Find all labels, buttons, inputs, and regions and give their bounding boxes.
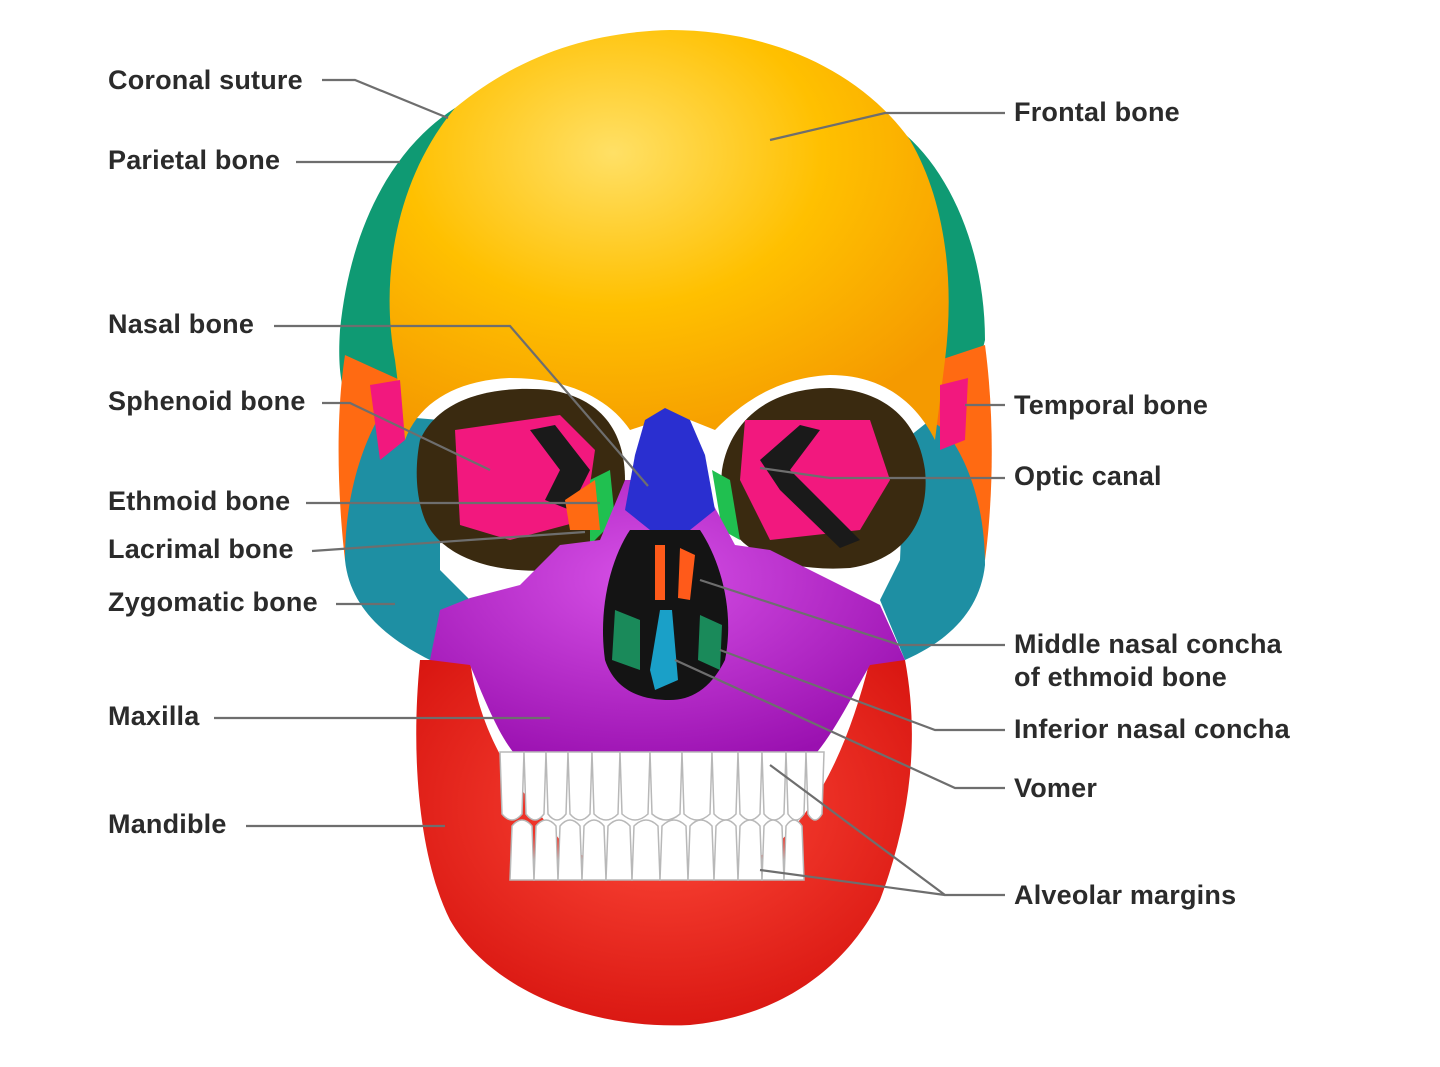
leader-vomer	[674, 658, 1005, 790]
upper-teeth	[499, 751, 825, 821]
upper-tooth	[649, 751, 683, 821]
label-vomer: Vomer	[1014, 773, 1098, 803]
lower-teeth	[509, 819, 805, 881]
label-ethmoid-bone: Ethmoid bone	[108, 486, 291, 516]
leader-nasal-bone	[274, 324, 649, 487]
label-optic-canal: Optic canal	[1014, 461, 1162, 491]
lower-tooth	[581, 819, 607, 881]
lower-tooth	[533, 819, 559, 881]
label-coronal-suture: Coronal suture	[108, 65, 303, 95]
upper-tooth	[523, 751, 547, 821]
upper-tooth	[737, 751, 763, 821]
lower-tooth	[737, 819, 763, 881]
label-middle-nasal-concha-line1: Middle nasal concha	[1014, 629, 1282, 659]
ethmoid-bone-right	[712, 470, 740, 540]
label-temporal-bone: Temporal bone	[1014, 390, 1209, 420]
lower-tooth	[659, 819, 689, 881]
upper-tooth	[499, 751, 525, 821]
lower-tooth	[557, 819, 583, 881]
leader-lacrimal-bone	[311, 530, 586, 553]
label-sphenoid-bone: Sphenoid bone	[108, 386, 306, 416]
label-mandible: Mandible	[108, 809, 227, 839]
leader-lines	[214, 78, 1005, 897]
upper-tooth	[805, 751, 825, 821]
label-inferior-nasal-concha: Inferior nasal concha	[1014, 714, 1290, 744]
lower-tooth	[761, 819, 785, 881]
leader-inferior-nasal-concha	[719, 648, 1005, 732]
label-maxilla: Maxilla	[108, 701, 200, 731]
vomer-bone	[650, 610, 678, 690]
upper-tooth	[591, 751, 621, 821]
lower-tooth	[509, 819, 535, 881]
orbital-fissure-right	[760, 425, 860, 548]
upper-tooth	[619, 751, 651, 821]
leader-alveolar-lower	[759, 868, 946, 897]
label-zygomatic-bone: Zygomatic bone	[108, 587, 318, 617]
mandible-bone	[416, 660, 912, 1026]
temporal-pink-right	[940, 378, 968, 450]
label-middle-nasal-concha-line2: of ethmoid bone	[1014, 662, 1227, 692]
upper-tooth	[567, 751, 593, 821]
nasal-bone	[625, 408, 715, 530]
upper-tooth	[681, 751, 713, 821]
label-alveolar-margins: Alveolar margins	[1014, 880, 1237, 910]
lower-tooth	[687, 819, 715, 881]
leader-middle-nasal-concha	[699, 578, 1005, 647]
lower-tooth	[783, 819, 805, 881]
label-lacrimal-bone: Lacrimal bone	[108, 534, 294, 564]
orbital-fissure-left	[530, 425, 590, 510]
label-frontal-bone: Frontal bone	[1014, 97, 1180, 127]
leader-optic-canal	[759, 466, 1005, 480]
upper-tooth	[711, 751, 739, 821]
leader-frontal-bone	[769, 111, 1005, 142]
leader-coronal-suture	[322, 78, 449, 120]
lower-tooth	[631, 819, 661, 881]
lower-tooth	[713, 819, 739, 881]
lower-tooth	[605, 819, 633, 881]
upper-tooth	[545, 751, 569, 821]
upper-tooth	[785, 751, 807, 821]
frontal-bone	[389, 30, 949, 440]
upper-tooth	[761, 751, 787, 821]
lacrimal-bone-left	[565, 480, 600, 530]
label-parietal-bone: Parietal bone	[108, 145, 281, 175]
inferior-nasal-concha	[612, 610, 722, 670]
label-nasal-bone: Nasal bone	[108, 309, 255, 339]
leader-sphenoid-bone	[322, 401, 491, 471]
middle-nasal-concha	[655, 545, 695, 600]
